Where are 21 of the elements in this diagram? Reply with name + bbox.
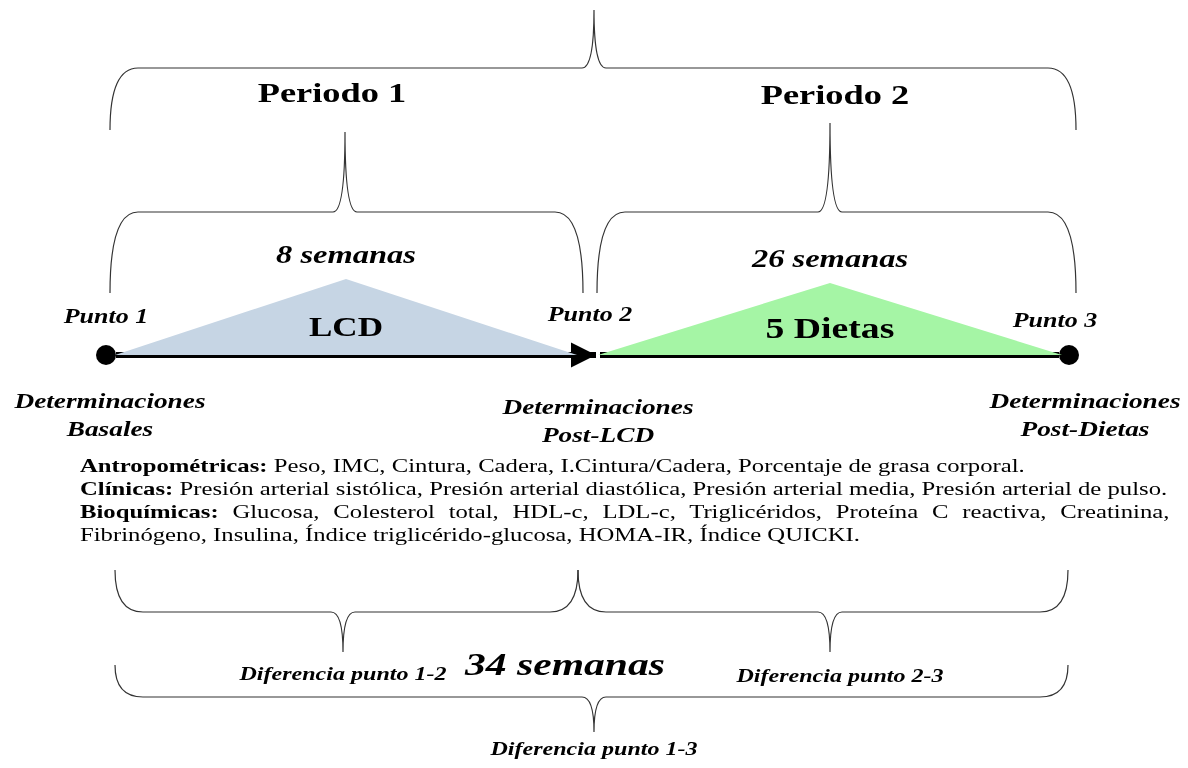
point-label: Punto 1 (63, 305, 149, 328)
timeline-arrow (116, 342, 596, 368)
difference-label: Diferencia punto 2-3 (736, 666, 944, 687)
point-label: Punto 3 (1012, 309, 1098, 332)
measurement-list: Bioquímicas: Glucosa, Colesterol total, HDL-c, LDL-c, Triglicéridos, Proteína C reactiva, Creatinina, Fibrinógeno, Insulina, Índice triglicérido-glucosa, HOMA-IR, Índice QUICKI. (80, 500, 1170, 546)
timeline-line (600, 352, 1059, 358)
difference-label: Diferencia punto 1-2 (239, 664, 447, 685)
point-label: Punto 2 (547, 303, 633, 326)
measurement-label: Determinaciones Post-Dietas (988, 388, 1182, 444)
measurement-label: Determinaciones Basales (13, 388, 207, 444)
measurement-list: Clínicas: Presión arterial sistólica, Presión arterial diastólica, Presión arterial media, Presión arterial de pulso. (80, 477, 1170, 500)
heading: Periodo 1 (257, 77, 407, 109)
difference-label: Diferencia punto 1-3 (490, 739, 698, 760)
diet-label: LCD (308, 312, 384, 343)
duration-label: 8 semanas (276, 241, 416, 269)
heading: Periodo 2 (760, 79, 910, 111)
duration-label: 26 semanas (751, 245, 909, 273)
measurement-label: Determinaciones Post-LCD (501, 394, 695, 450)
diet-label: 5 Dietas (765, 312, 895, 345)
measurement-list: Antropométricas: Peso, IMC, Cintura, Cadera, I.Cintura/Cadera, Porcentaje de grasa corporal. (80, 454, 1170, 477)
total-duration: 34 semanas (465, 646, 665, 683)
